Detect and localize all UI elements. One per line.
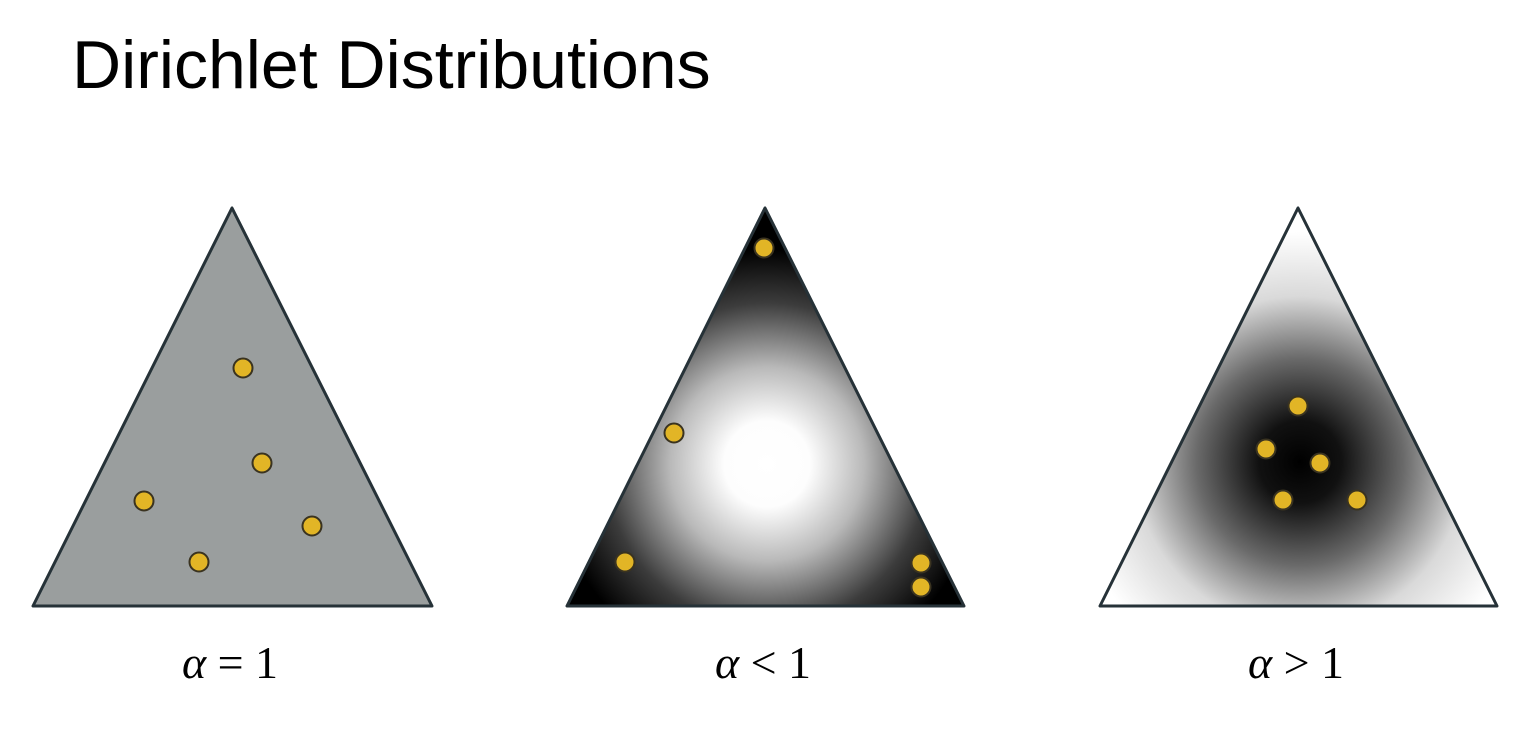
simplex-uniform: [31, 206, 1499, 608]
alpha-symbol: α: [1247, 637, 1273, 688]
panel-sparse: [565, 206, 966, 608]
samples-sparse: [614, 237, 932, 598]
alpha-relation: < 1: [750, 637, 812, 688]
alpha-symbol: α: [714, 637, 740, 688]
sample-point: [910, 552, 932, 574]
sample-point: [614, 551, 636, 573]
alpha-relation: > 1: [1283, 637, 1345, 688]
sample-point: [188, 551, 210, 573]
alpha-symbol: α: [181, 637, 207, 688]
panel-dense: [1098, 206, 1499, 608]
sample-point: [910, 576, 932, 598]
sample-point: [663, 422, 685, 444]
page-title: Dirichlet Distributions: [72, 27, 711, 103]
alpha-label-sparse: α < 1: [715, 640, 811, 686]
simplex-triangle-dense: [1098, 206, 1499, 608]
samples-dense: [1255, 395, 1368, 511]
simplex-triangle-uniform: [31, 206, 434, 608]
alpha-label-dense: α > 1: [1248, 640, 1344, 686]
sample-point: [1255, 438, 1277, 460]
sample-point: [1309, 452, 1331, 474]
sample-point: [1272, 489, 1294, 511]
alpha-relation: = 1: [217, 637, 279, 688]
samples-uniform: [133, 357, 323, 573]
sample-point: [753, 237, 775, 259]
sample-point: [251, 452, 273, 474]
sample-point: [301, 515, 323, 537]
sample-point: [133, 490, 155, 512]
sample-point: [232, 357, 254, 379]
sample-point: [1346, 489, 1368, 511]
panel-uniform: [31, 206, 434, 608]
alpha-label-uniform: α = 1: [182, 640, 278, 686]
sample-point: [1287, 395, 1309, 417]
simplex-triangle-sparse: [565, 206, 966, 608]
